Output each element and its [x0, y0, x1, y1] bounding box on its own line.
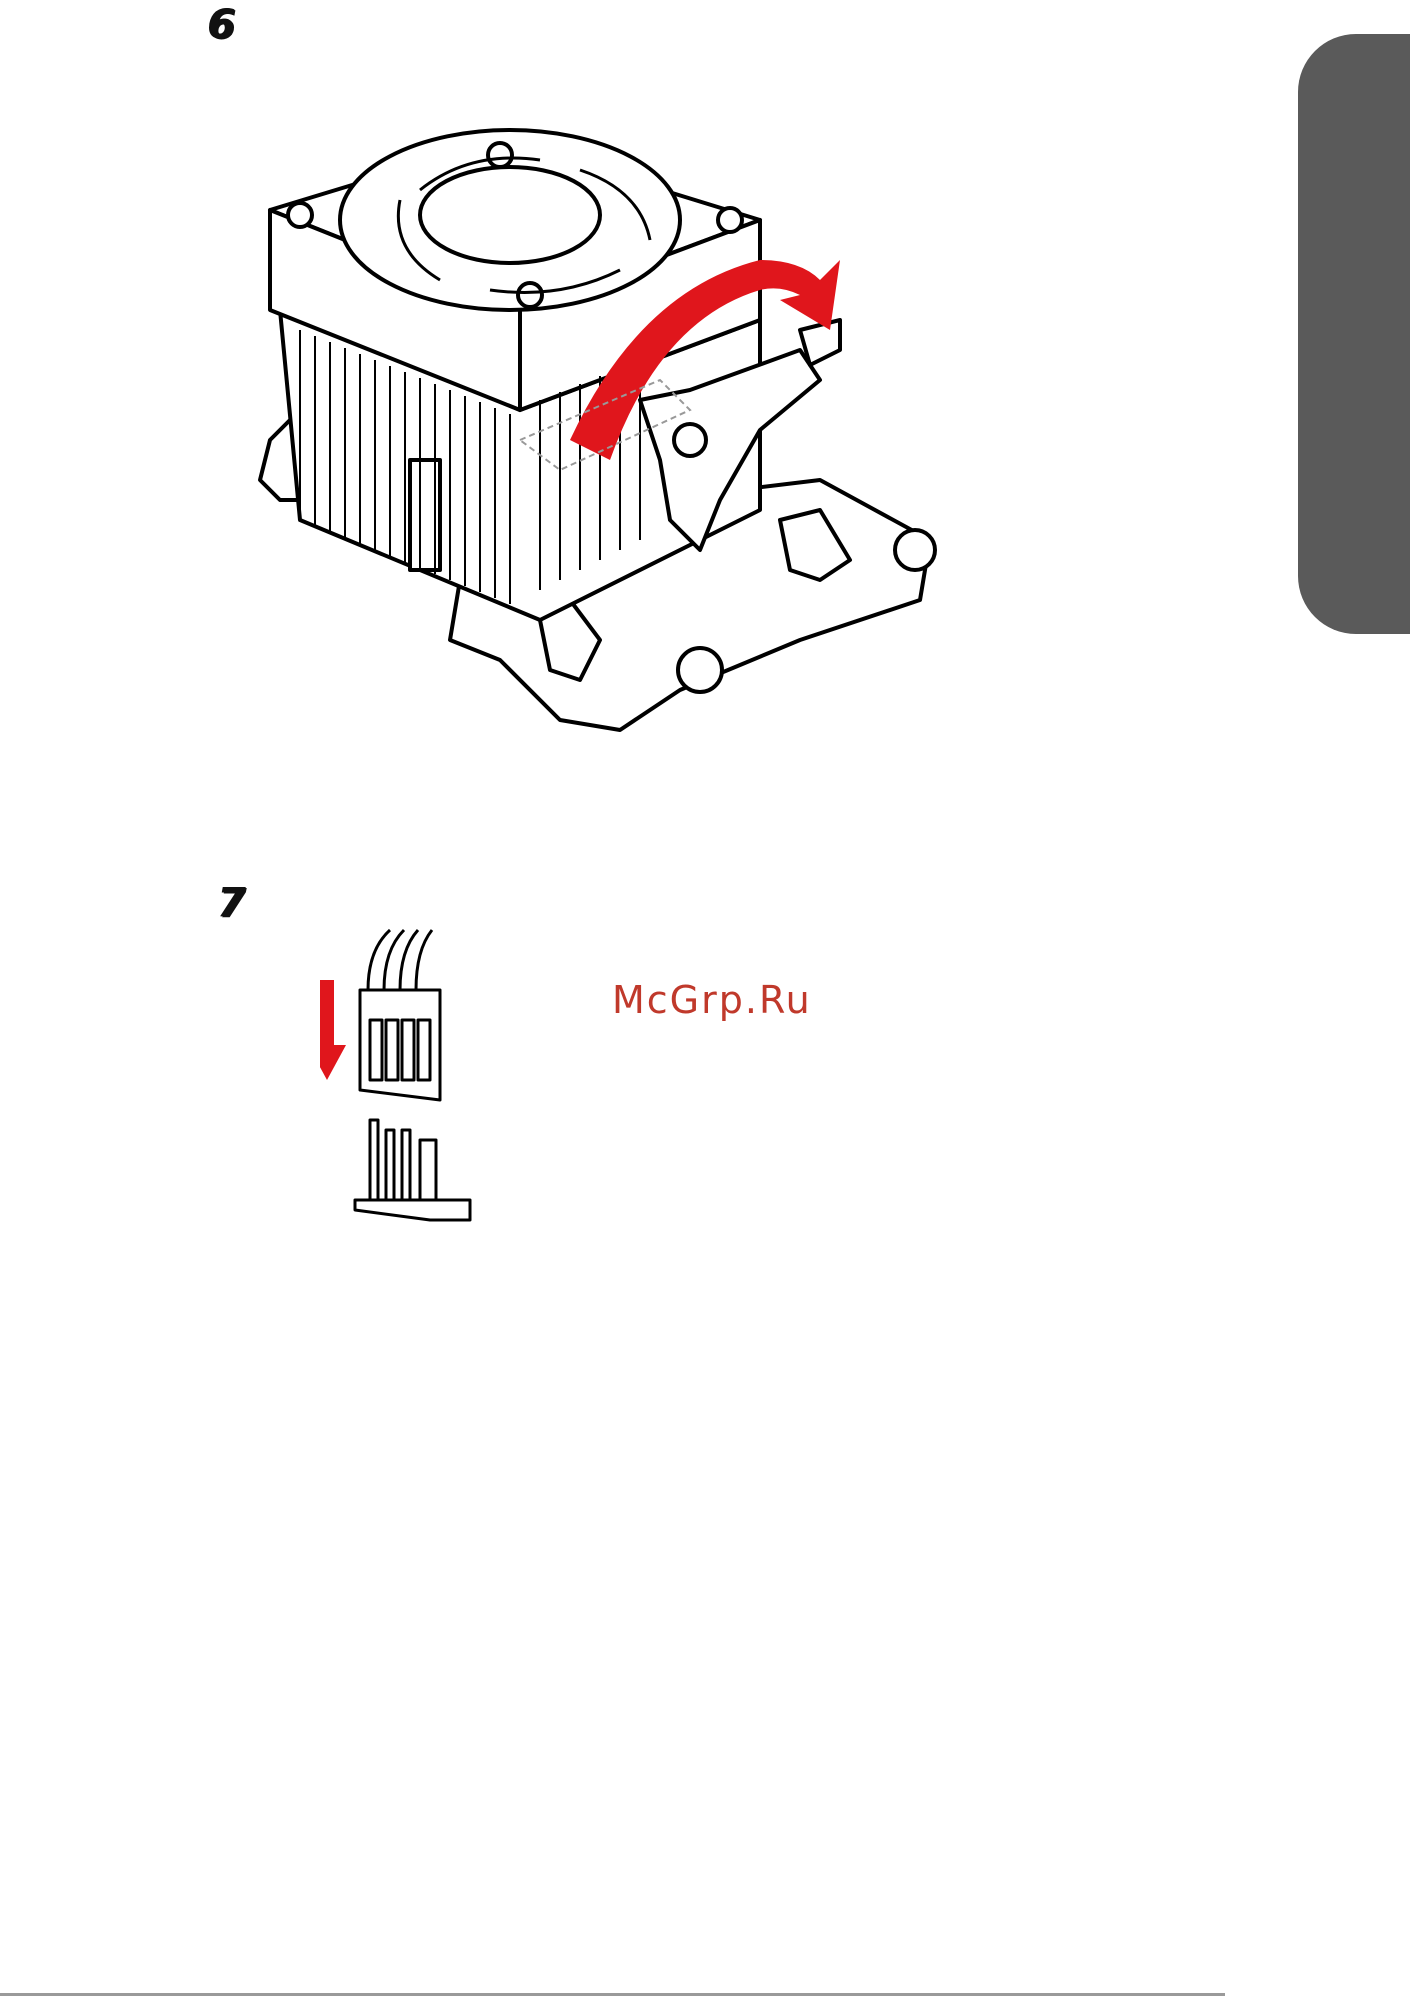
fan-connector-illustration [320, 920, 490, 1240]
cpu-cooler-illustration [240, 80, 1020, 770]
chapter-tab [1298, 34, 1410, 634]
footer-rule-end [1225, 1993, 1410, 1996]
step-number-7: 7 [218, 880, 246, 926]
footer-rule [0, 1993, 1225, 1996]
step-number-6: 6 [208, 2, 236, 48]
watermark-text: McGrp.Ru [612, 978, 812, 1022]
